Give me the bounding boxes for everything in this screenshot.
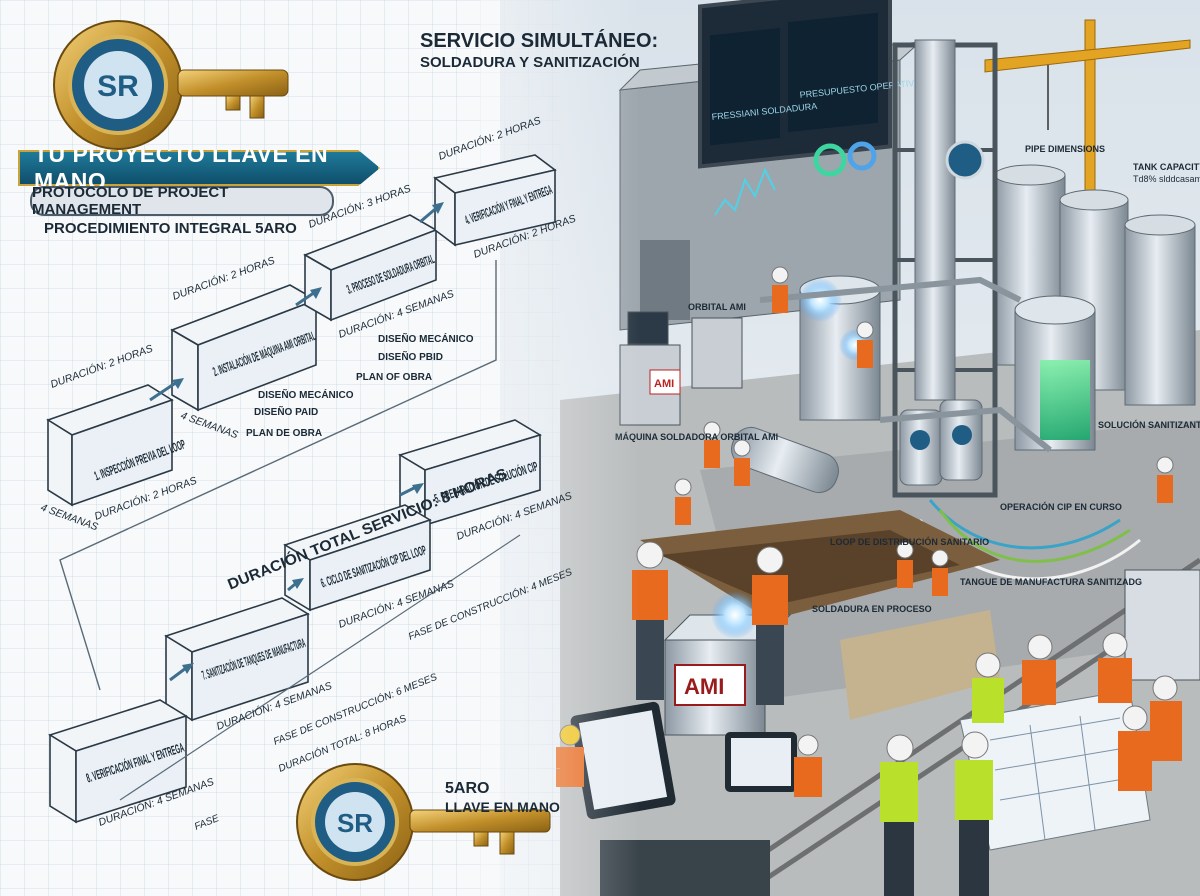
worker-icon [771,266,789,313]
step-bullets: DISEÑO MECÁNICO DISEÑO PAID PLAN DE OBRA… [246,332,474,439]
label-solucion: SOLUCIÓN SANITIZANTE EN CIRCULACIÓN [1098,419,1200,430]
sanitizing-tank [1014,295,1096,451]
key-logo-top: SR [53,20,289,150]
worker-icon [794,734,822,797]
worker-icon [856,321,874,368]
step-box-6 [283,504,432,612]
worker-icon [1156,456,1174,503]
ami-welding-unit: AMI [663,591,792,736]
sr-emblem-icon [84,51,152,119]
screen-gauge [813,143,847,177]
process-tower [892,39,998,498]
flow-arrows [59,203,521,801]
ami-brand-large: AMI [684,674,724,699]
sr-badge-icon [945,140,985,180]
worker-icon [955,731,993,896]
step-box-7 [164,597,310,722]
screen-chart-line [714,167,776,216]
worker-icon [1150,675,1182,761]
key-logo-bottom: SR 5ARO LLAVE EN MANO [296,763,560,881]
step-box-4 [433,154,557,247]
step-2-bullet-3: PLAN DE OBRA [246,428,322,439]
weld-spark-icon [798,278,842,322]
service-subtitle: SOLDADURA Y SANITIZACIÓN [420,54,640,71]
arrow-heads [172,202,444,674]
step-3-bullet-2: DISEÑO PBID [378,350,443,363]
worker-icon [972,652,1004,723]
step-3-bullet-1: DISEÑO MECÁNICO [378,332,474,345]
pipe-section [731,426,839,494]
worker-icon [896,541,914,588]
worker-icon [1022,634,1056,705]
worker-icon [880,734,918,896]
plant-labels: PIPE DIMENSIONS TANK CAPACITY Td8% slddc… [615,144,1200,614]
label-maquina: MÁQUINA SOLDADORA ORBITAL AMI [615,432,778,442]
footer-logo-line1: 5ARO [445,780,489,797]
worker-icon [674,478,692,525]
worker-icon [733,439,751,486]
small-tanks [899,399,983,486]
label-orbital-ami: ORBITAL AMI [688,302,746,312]
banner-subtitle: PROTOCOLO DE PROJECT MANAGEMENT [30,184,334,218]
label-operacion: OPERACIÓN CIP EN CURSO [1000,501,1122,512]
step-box-1 [46,384,174,507]
footer-logo-line2: LLAVE EN MANO [445,799,560,815]
sr-emblem-icon-bottom [325,792,385,852]
procedure-title: PROCEDIMIENTO INTEGRAL 5ARO [44,220,297,237]
label-tanque: TANGUE DE MANUFACTURA SANITIZADG [960,577,1142,587]
ami-brand-small: AMI [654,378,674,390]
step-2-bullet-1: DISEÑO MECÁNICO [258,388,354,401]
worker-icon [1098,632,1132,703]
worker-icon [752,546,788,705]
step-box-2 [170,284,318,412]
label-pipe-dimensions: PIPE DIMENSIONS [1025,144,1105,154]
logo-letters-bottom: SR [337,808,373,838]
banner-title: TU PROYECTO LLAVE EN MANO [18,150,380,186]
step-boxes [46,154,557,824]
logo-letters-top: SR [97,70,139,103]
main-reactor-tank [798,275,881,421]
weld-arc-icon [711,591,759,639]
pipe-loop [759,276,1141,581]
step-box-3 [303,214,438,322]
step-3-bullet-3: PLAN OF OBRA [356,372,432,383]
label-soldadura: SOLDADURA EN PROCESO [812,604,932,614]
label-loop: LOOP DE DISTRIBUCIÓN SANITARIO [830,536,989,547]
step-box-8 [48,699,188,824]
label-tank-capacity: TANK CAPACITY [1133,162,1200,172]
control-building: FRESSIANI SOLDADURA PRESUPUESTO OPERATIV… [618,0,922,331]
workers [556,266,1182,896]
worker-icon [703,421,721,468]
step-2-bullet-2: DISEÑO PAID [254,405,318,418]
worker-icon [1118,705,1152,791]
long-connector-line [59,260,497,691]
worker-icon [931,549,949,596]
label-tank-capacity-sub: Td8% slddcasam [1133,174,1200,184]
service-title: SERVICIO SIMULTÁNEO: [420,30,659,52]
